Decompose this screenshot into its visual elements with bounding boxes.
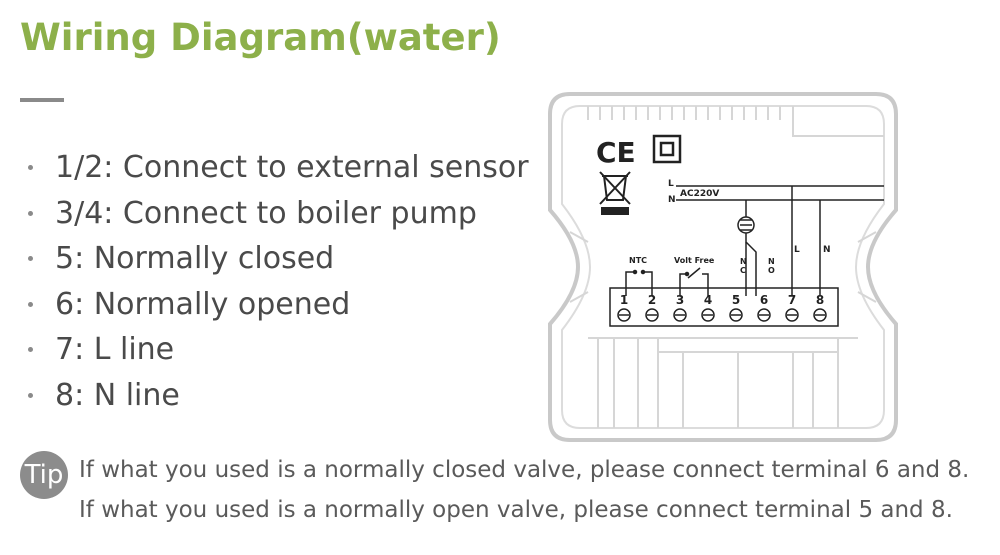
- terminal-number: 8: [816, 293, 824, 307]
- bullet-dot: [28, 392, 33, 398]
- list-item: 1/2: Connect to external sensor: [28, 145, 529, 191]
- nc-label-n: N: [740, 257, 747, 266]
- no-label-n: N: [768, 257, 775, 266]
- list-item: 7: L line: [28, 327, 529, 373]
- bullet-dot: [28, 347, 33, 353]
- side-notches: [569, 231, 877, 303]
- bullet-dot: [28, 165, 33, 171]
- ntc-label: NTC: [629, 256, 647, 265]
- terminal-number: 7: [788, 293, 796, 307]
- bullet-dot: [28, 210, 33, 216]
- list-item-text: 8: N line: [55, 377, 180, 413]
- terminal-block: [609, 287, 839, 327]
- wiring-diagram: CE L N AC220V L N N C N O NTC Volt Free: [548, 92, 898, 442]
- tip-text-line-2: If what you used is a normally open valv…: [79, 497, 953, 523]
- terminal-number: 4: [704, 293, 712, 307]
- double-insulation-icon: [652, 134, 682, 164]
- bullet-dot: [28, 301, 33, 307]
- nc-label-c: C: [740, 266, 746, 275]
- list-item: 6: Normally opened: [28, 282, 529, 328]
- volt-free-label: Volt Free: [674, 256, 715, 265]
- list-item-text: 1/2: Connect to external sensor: [55, 150, 529, 186]
- tip-badge: Tip: [20, 451, 68, 499]
- page-title: Wiring Diagram(water): [20, 16, 501, 59]
- list-item-text: 3/4: Connect to boiler pump: [55, 195, 477, 231]
- list-item-text: 7: L line: [55, 332, 175, 368]
- terminal-list: 1/2: Connect to external sensor 3/4: Con…: [28, 145, 529, 418]
- list-item: 3/4: Connect to boiler pump: [28, 191, 529, 237]
- supply-l-label: L: [668, 179, 674, 189]
- list-item: 8: N line: [28, 373, 529, 419]
- terminal-number: 5: [732, 293, 740, 307]
- ce-mark: CE: [596, 136, 636, 169]
- tip-text-line-1: If what you used is a normally closed va…: [79, 457, 970, 483]
- terminal-number: 6: [760, 293, 768, 307]
- terminal-numbers: 1 2 3 4 5 6 7 8: [620, 293, 824, 307]
- terminal-number: 3: [676, 293, 684, 307]
- terminal-number: 2: [648, 293, 656, 307]
- ac-voltage-label: AC220V: [680, 189, 719, 199]
- title-underline: [20, 98, 64, 102]
- right-l-label: L: [794, 245, 800, 255]
- list-item-text: 5: Normally closed: [55, 241, 335, 277]
- right-n-label: N: [823, 245, 831, 255]
- top-ridges: [587, 106, 884, 137]
- bottom-partitions: [588, 337, 858, 428]
- relay-coil-icon: [737, 216, 757, 296]
- volt-free-switch-icon: [679, 267, 709, 296]
- supply-n-label: N: [668, 195, 676, 205]
- housing-inner: [561, 105, 885, 429]
- bullet-dot: [28, 256, 33, 262]
- weee-bin-icon: [599, 171, 631, 215]
- no-label-o: O: [768, 266, 775, 275]
- housing-outline: [548, 92, 898, 442]
- list-item: 5: Normally closed: [28, 236, 529, 282]
- list-item-text: 6: Normally opened: [55, 286, 351, 322]
- terminal-number: 1: [620, 293, 628, 307]
